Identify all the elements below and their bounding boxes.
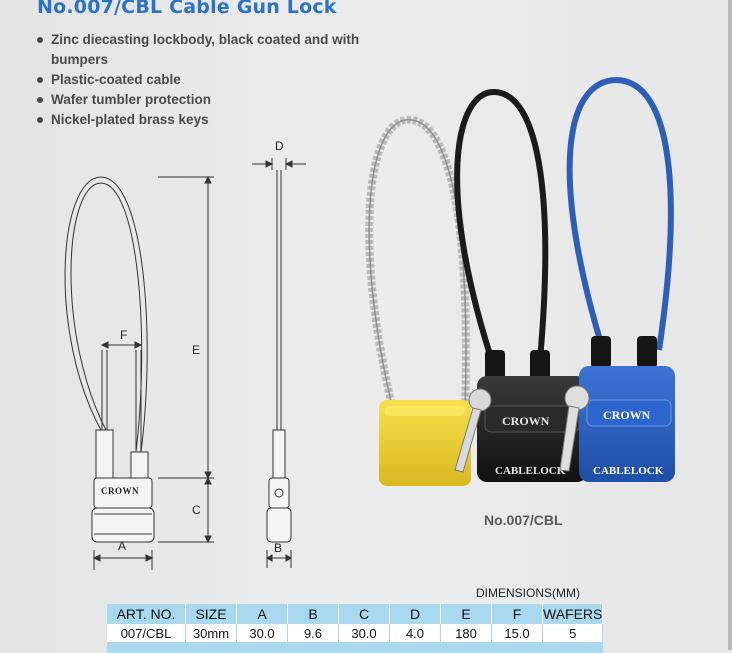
photo-caption: No.007/CBL	[484, 512, 563, 528]
feature-list: Zinc diecasting lockbody, black coated a…	[36, 30, 376, 130]
col-d: D	[390, 604, 441, 624]
drawing-brand-label: CROWN	[101, 486, 139, 496]
cell-b: 9.6	[288, 624, 339, 643]
dim-label-b: B	[274, 541, 282, 555]
specs-table: ART. NO. SIZE A B C D E F WAFERS 007/CBL…	[107, 604, 603, 653]
cell-d: 4.0	[390, 624, 441, 643]
cell-c: 30.0	[339, 624, 390, 643]
technical-drawing: F A E C D B CROWN	[40, 130, 320, 575]
product-title: No.007/CBL Cable Gun Lock	[37, 0, 337, 18]
col-a: A	[237, 604, 288, 624]
col-f: F	[492, 604, 543, 624]
cell-art-no: 007/CBL	[107, 624, 186, 643]
feature-item: Nickel-plated brass keys	[36, 110, 376, 130]
col-b: B	[288, 604, 339, 624]
blue-lock-product: CABLELOCK	[593, 465, 664, 477]
plug-right	[131, 452, 148, 478]
table-row: 007/CBL 30mm 30.0 9.6 30.0 4.0 180 15.0 …	[107, 624, 603, 643]
dimensions-heading: DIMENSIONS(MM)	[476, 586, 580, 600]
blue-lock-brand: CROWN	[603, 408, 651, 422]
feature-item: Wafer tumbler protection	[36, 90, 376, 110]
col-c: C	[339, 604, 390, 624]
dim-label-c: C	[192, 503, 201, 517]
side-plug	[273, 430, 285, 478]
feature-item: Plastic-coated cable	[36, 70, 376, 90]
col-art-no: ART. NO.	[107, 604, 186, 624]
product-photo: CROWN CABLELOCK CROWN CABLELOCK	[355, 70, 675, 495]
cell-a: 30.0	[237, 624, 288, 643]
dim-label-a: A	[118, 539, 126, 553]
col-wafers: WAFERS	[543, 604, 603, 624]
dim-label-f: F	[120, 328, 127, 342]
cell-size: 30mm	[186, 624, 237, 643]
dim-label-d: D	[275, 139, 284, 153]
cell-f: 15.0	[492, 624, 543, 643]
specs-header-row: ART. NO. SIZE A B C D E F WAFERS	[107, 604, 603, 624]
black-lock-brand: CROWN	[502, 414, 550, 428]
table-footer-band	[107, 643, 603, 653]
col-size: SIZE	[186, 604, 237, 624]
col-e: E	[441, 604, 492, 624]
cell-e: 180	[441, 624, 492, 643]
black-lock-product: CABLELOCK	[495, 465, 566, 477]
lock-body-side	[269, 478, 289, 508]
plug-left	[96, 430, 113, 478]
feature-item: Zinc diecasting lockbody, black coated a…	[36, 30, 376, 70]
dim-label-e: E	[192, 343, 200, 357]
right-border	[728, 0, 732, 650]
cable-loop-outer	[65, 177, 147, 452]
blue-cable	[570, 80, 671, 350]
black-cable	[457, 92, 545, 370]
cable-loop-inner	[71, 183, 142, 452]
cell-wafers: 5	[543, 624, 603, 643]
